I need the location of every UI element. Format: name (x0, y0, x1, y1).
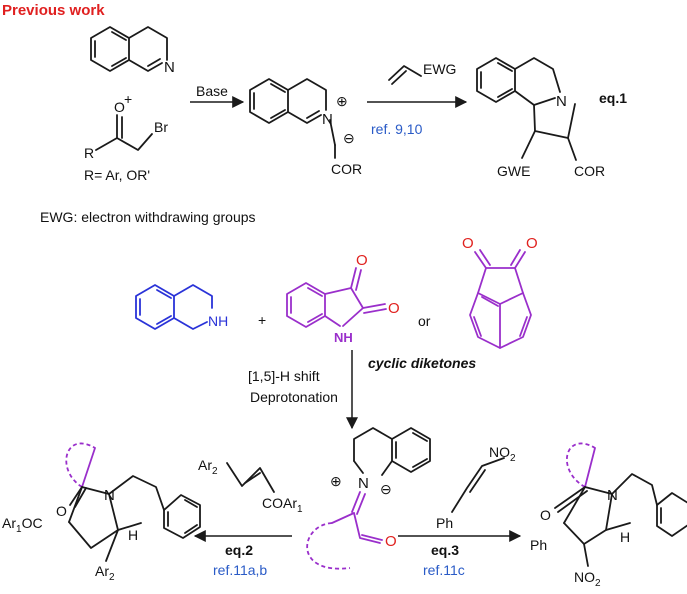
eq2-ar2: Ar2 (95, 563, 115, 583)
deprotonation-label: Deprotonation (250, 389, 338, 405)
r-definition: R= Ar, OR' (84, 167, 150, 183)
thiq-nh-label: NH (208, 313, 228, 329)
or-label: or (418, 313, 431, 329)
eq2-n-label: N (104, 487, 115, 504)
central-n-label: N (358, 475, 369, 492)
chalcone-coar1: COAr1 (262, 495, 303, 515)
ewg-definition: EWG: electron withdrawing groups (40, 209, 256, 225)
bromoketone-br-label: Br (154, 119, 168, 135)
acenaphthene-o-left: O (462, 235, 474, 252)
section-title: Previous work (2, 2, 105, 19)
bromoketone-structure (95, 114, 153, 151)
ylide-minus-charge: ⊖ (343, 130, 355, 146)
eq2-h-label: H (128, 527, 138, 543)
eq1-product-n-label: N (556, 93, 567, 110)
eq2-product-structure (65, 442, 201, 562)
isatin-o-right: O (388, 300, 400, 317)
acenaphthenequinone-structure (469, 249, 532, 349)
central-minus-charge: ⊖ (380, 481, 392, 497)
shift-label: [1,5]-H shift (248, 368, 320, 384)
nitrostyrene-ph: Ph (436, 515, 453, 531)
ref-9-10: ref. 9,10 (371, 121, 423, 137)
acenaphthene-o-right: O (526, 235, 538, 252)
ref-11c: ref.11c (423, 562, 465, 578)
central-ylide-structure (353, 427, 431, 476)
central-o-label: O (385, 533, 397, 550)
central-diketone-part (306, 491, 383, 570)
eq1-gwe-label: GWE (497, 163, 530, 179)
ref-11ab: ref.11a,b (213, 562, 267, 578)
eq2-o-label: O (56, 503, 67, 519)
eq1-cor-label: COR (574, 163, 605, 179)
plus-sign-2: + (258, 312, 266, 328)
ylide-n-label: N (322, 111, 333, 128)
eq3-h-label: H (620, 529, 630, 545)
bromoketone-o-label: O (114, 99, 125, 115)
eq1-label: eq.1 (599, 90, 627, 106)
azomethine-ylide-structure (249, 78, 336, 159)
central-plus-charge: ⊕ (330, 473, 342, 489)
eq2-ar1oc: Ar1OC (2, 515, 43, 535)
vinyl-ewg-structure (388, 65, 422, 85)
ylide-cor-label: COR (331, 161, 362, 177)
ylide-plus-charge: ⊕ (336, 93, 348, 109)
eq1-product-structure (476, 57, 577, 161)
cyclic-diketones-label: cyclic diketones (368, 355, 476, 371)
eq3-ph: Ph (530, 537, 547, 553)
nitrostyrene-no2: NO2 (489, 444, 516, 464)
bromoketone-r-label: R (84, 145, 94, 161)
isatin-structure (286, 267, 387, 328)
eq3-no2: NO2 (574, 569, 601, 589)
isatin-nh-label: NH (334, 330, 353, 345)
eq3-o-label: O (540, 507, 551, 523)
eq3-n-label: N (607, 487, 618, 504)
ewg-label: EWG (423, 61, 456, 77)
plus-sign-1: + (124, 91, 132, 107)
eq3-label: eq.3 (431, 542, 459, 558)
base-label: Base (196, 83, 228, 99)
nitrostyrene-structure (451, 457, 505, 513)
dihydroisoquinoline-n-label: N (164, 59, 175, 76)
isatin-o-upper: O (356, 252, 368, 269)
tetrahydroisoquinoline-structure (135, 284, 213, 330)
chalcone-structure (226, 462, 275, 493)
eq3-product-structure (554, 442, 687, 567)
eq2-label: eq.2 (225, 542, 253, 558)
dihydroisoquinoline-structure (90, 26, 168, 72)
chalcone-ar2: Ar2 (198, 457, 218, 477)
